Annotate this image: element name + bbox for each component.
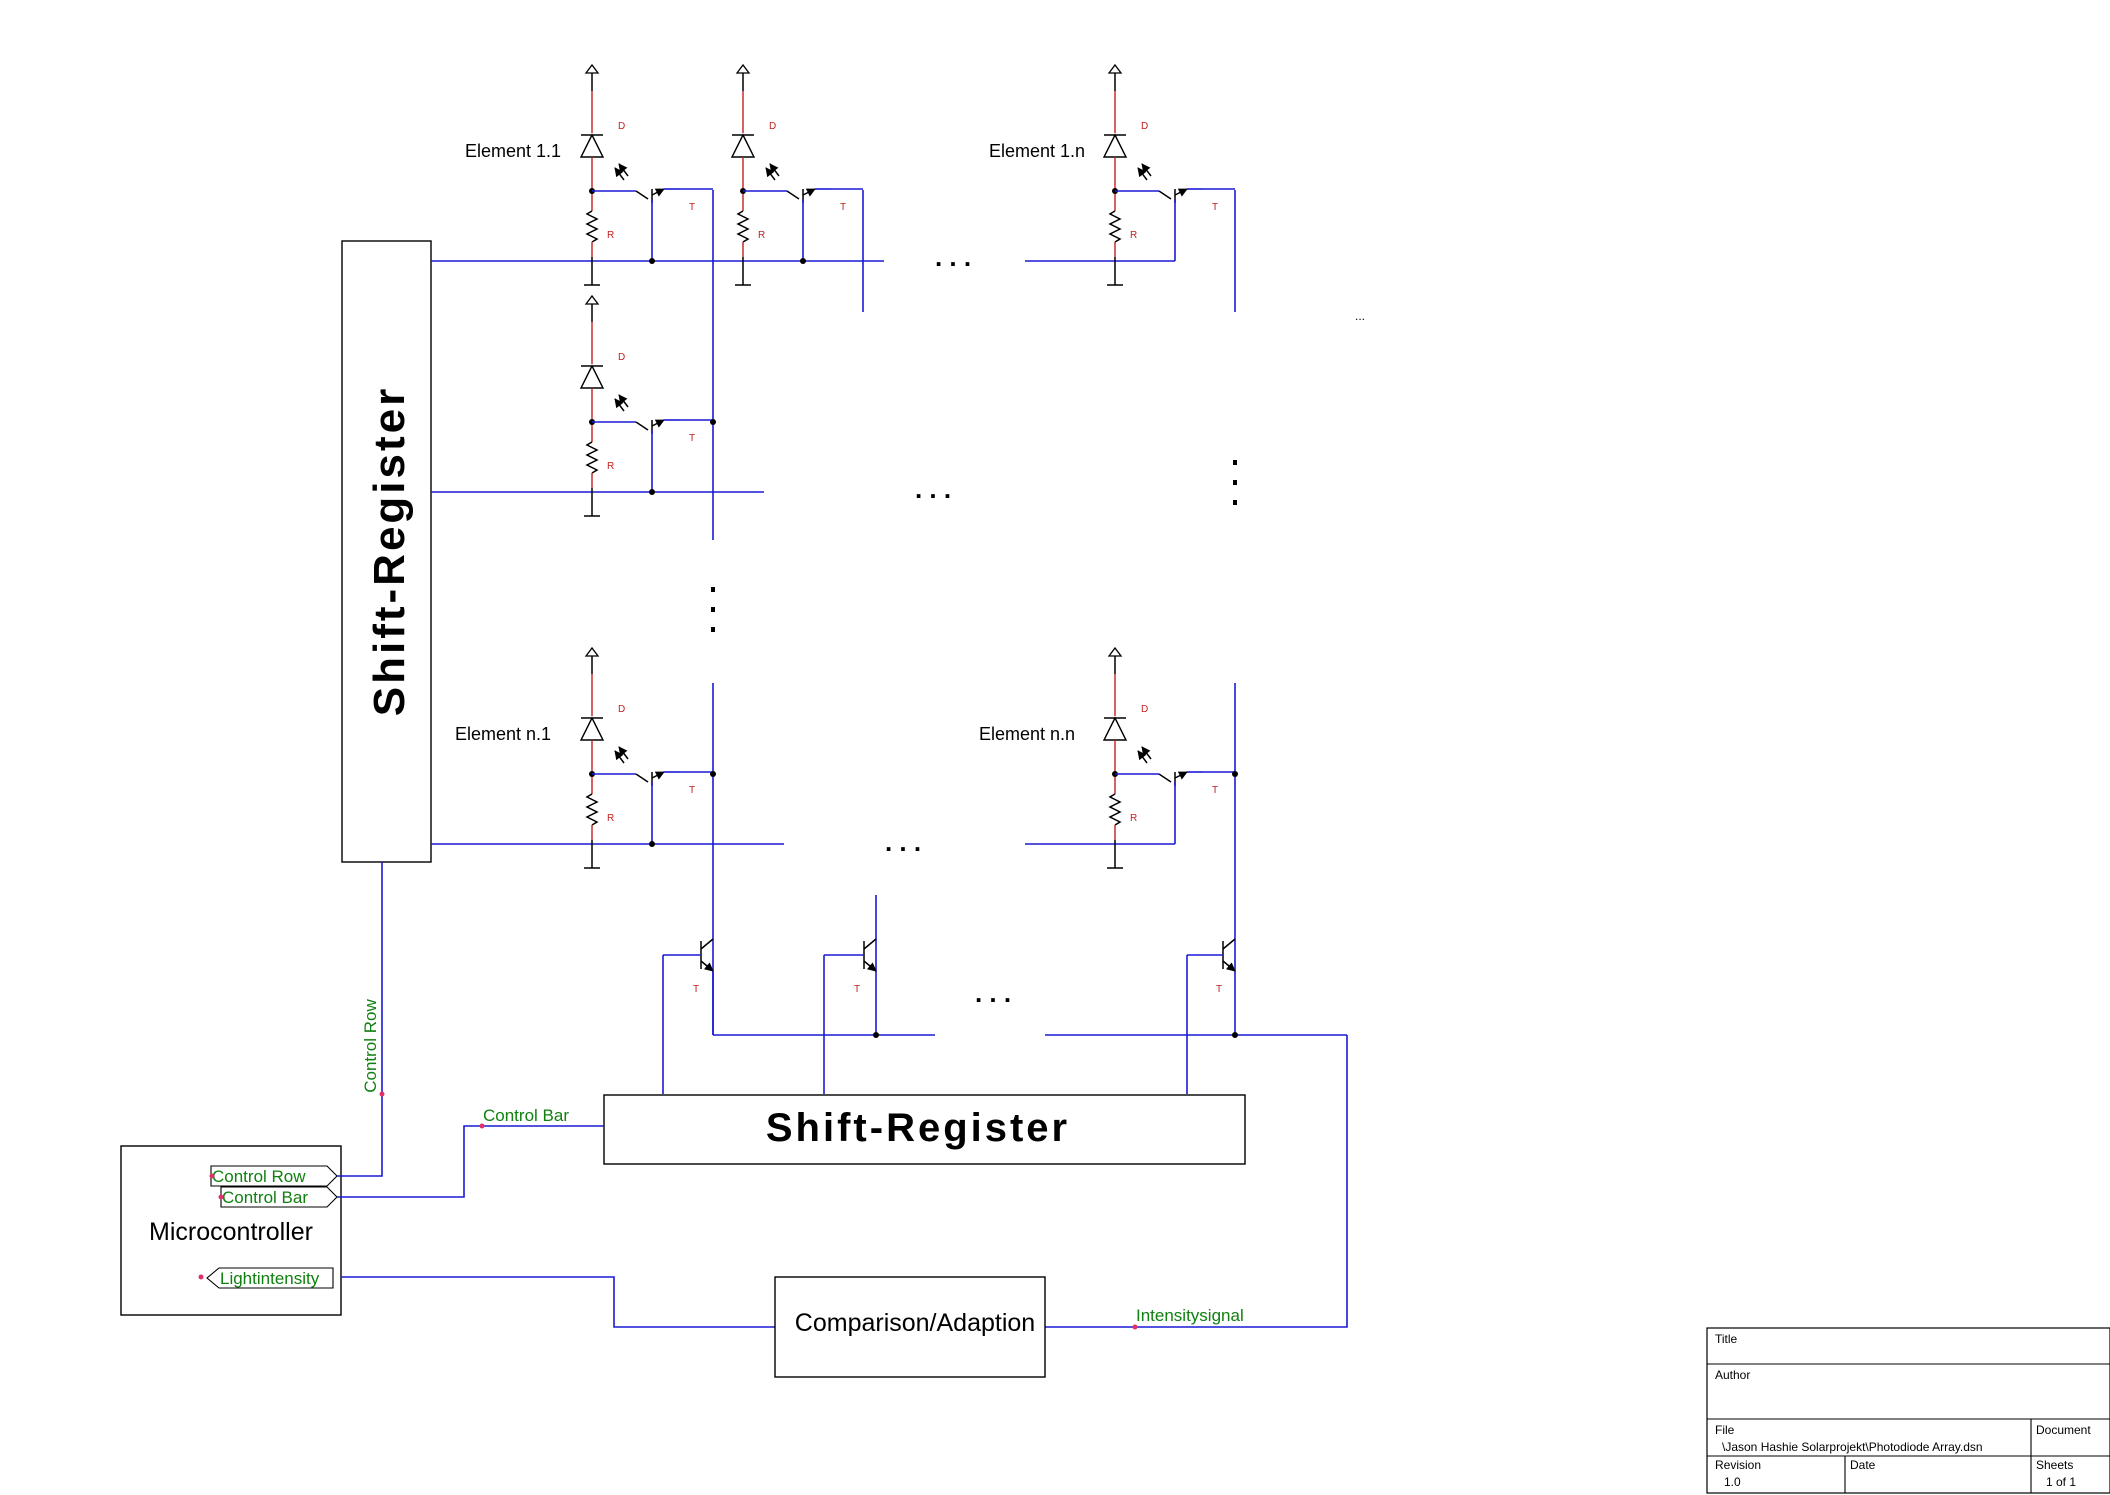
resistor-ref-label: R: [607, 813, 614, 824]
pixel-cell-1-n: Element 1.n D R T: [989, 65, 1235, 285]
resistor-ref-label: R: [1130, 230, 1137, 241]
transistor-ref-label: T: [1216, 984, 1222, 995]
transistor-ref-label: T: [689, 202, 695, 213]
port-control-row: Control Row: [212, 1167, 306, 1186]
microcontroller-block: Microcontroller Control Row Control Bar …: [120, 1145, 342, 1316]
pixel-cell-1-1: Element 1.1 D R T: [465, 65, 713, 285]
resistor-ref-label: R: [607, 461, 614, 472]
element-n-n-label: Element n.n: [979, 724, 1075, 744]
title-block: Title Author File \Jason Hashie Solarpro…: [1706, 1327, 2110, 1494]
column-select-transistors: T T T: [662, 939, 1347, 1094]
file-value: \Jason Hashie Solarprojekt\Photodiode Ar…: [1722, 1440, 1983, 1454]
net-label-intensitysignal: Intensitysignal: [1136, 1306, 1244, 1325]
revision-value: 1.0: [1724, 1475, 1741, 1489]
title-label: Title: [1715, 1332, 1738, 1346]
resistor-ref-label: R: [1130, 813, 1137, 824]
ellipsis-row-n: . . .: [885, 827, 921, 857]
diode-ref-label: D: [618, 352, 625, 363]
element-1-n-label: Element 1.n: [989, 141, 1085, 161]
diode-ref-label: D: [769, 121, 776, 132]
ellipsis-marks: . . . . . . . . . . . . ...: [711, 242, 1365, 1008]
pixel-cell-n-n: Element n.n D R T: [979, 648, 1238, 868]
diode-ref-label: D: [618, 121, 625, 132]
comparison-block: Comparison/Adaption: [774, 1276, 1046, 1378]
transistor-ref-label: T: [693, 984, 699, 995]
resistor-ref-label: R: [607, 230, 614, 241]
port-lightintensity: Lightintensity: [220, 1269, 320, 1288]
element-1-1-label: Element 1.1: [465, 141, 561, 161]
transistor-ref-label: T: [840, 202, 846, 213]
resistor-ref-label: R: [758, 230, 765, 241]
pixel-cell-2-1: D R T: [581, 296, 716, 516]
ellipsis-small: ...: [1355, 309, 1365, 323]
row-shift-register: Shift-Register: [341, 240, 432, 863]
row-shift-register-label: Shift-Register: [365, 386, 414, 716]
pixel-cell-1-2: D R T: [732, 65, 863, 285]
revision-label: Revision: [1715, 1458, 1761, 1472]
pixel-cell-n-1: Element n.1 D R T: [455, 648, 716, 868]
sheets-value: 1 of 1: [2046, 1475, 2076, 1489]
diode-ref-label: D: [1141, 704, 1148, 715]
transistor-ref-label: T: [1212, 785, 1218, 796]
net-label-control-row: Control Row: [361, 999, 380, 1093]
row-lines: [431, 260, 1175, 845]
transistor-ref-label: T: [1212, 202, 1218, 213]
transistor-ref-label: T: [689, 433, 695, 444]
sheets-label: Sheets: [2036, 1458, 2073, 1472]
column-lines: [712, 190, 1236, 1035]
signal-nets: Control Row Control Bar Intensitysignal: [337, 862, 1348, 1330]
port-control-bar: Control Bar: [222, 1188, 308, 1207]
ellipsis-vertical-col1: [711, 587, 715, 632]
document-label: Document: [2036, 1423, 2091, 1437]
bar-shift-register-label: Shift-Register: [766, 1106, 1070, 1150]
comparison-label: Comparison/Adaption: [795, 1309, 1035, 1337]
ellipsis-bar: . . .: [975, 978, 1011, 1008]
ellipsis-row-2: . . .: [915, 474, 951, 504]
transistor-ref-label: T: [854, 984, 860, 995]
diode-ref-label: D: [1141, 121, 1148, 132]
date-label: Date: [1850, 1458, 1876, 1472]
author-label: Author: [1715, 1368, 1750, 1382]
transistor-ref-label: T: [689, 785, 695, 796]
file-label: File: [1715, 1423, 1735, 1437]
microcontroller-label: Microcontroller: [149, 1218, 313, 1246]
bar-shift-register: Shift-Register: [603, 1094, 1246, 1165]
diode-ref-label: D: [618, 704, 625, 715]
element-n-1-label: Element n.1: [455, 724, 551, 744]
net-label-control-bar: Control Bar: [483, 1106, 569, 1125]
ellipsis-row-1: . . .: [935, 242, 971, 272]
ellipsis-vertical-coln: [1233, 460, 1237, 505]
